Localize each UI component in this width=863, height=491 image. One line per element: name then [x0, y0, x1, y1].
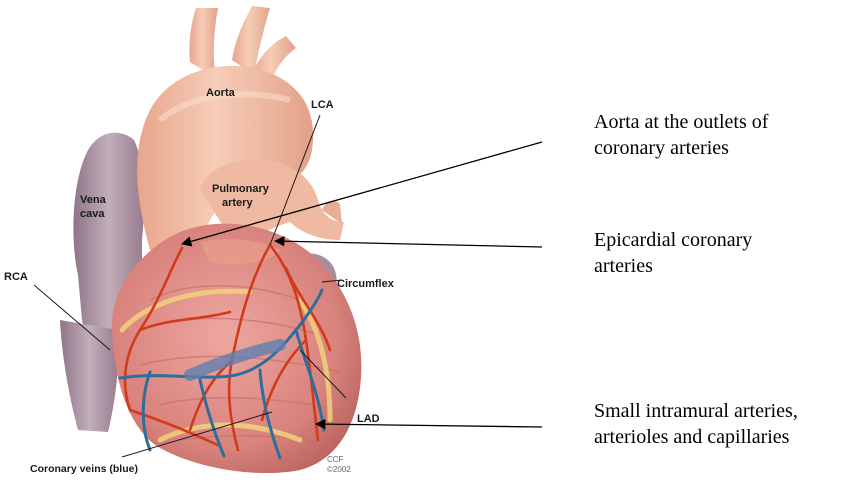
callout-3-line1: Small intramural arteries,	[594, 398, 798, 424]
callout-3-line2: arterioles and capillaries	[594, 424, 798, 450]
callout-2-line2: arteries	[594, 253, 752, 279]
circumflex-label: Circumflex	[337, 278, 395, 290]
callout-1-line1: Aorta at the outlets of	[594, 109, 768, 135]
arrow-epicardial-arteries	[275, 241, 542, 247]
lad-label: LAD	[357, 413, 380, 425]
callout-text-epicardial-arteries: Epicardial coronary arteries	[594, 227, 752, 279]
lca-label: LCA	[311, 99, 334, 111]
callout-text-intramural-arteries: Small intramural arteries, arterioles an…	[594, 398, 798, 450]
aorta-label: Aorta	[206, 87, 236, 99]
callout-text-aorta-outlets: Aorta at the outlets of coronary arterie…	[594, 109, 768, 161]
pulmonary-artery-label-line1: Pulmonary	[212, 183, 270, 195]
coronary-veins-label: Coronary veins (blue)	[30, 463, 138, 475]
rca-label: RCA	[4, 271, 28, 283]
copyright-line2: ©2002	[327, 465, 351, 474]
copyright-line1: CCF	[327, 455, 344, 464]
vena-cava-label-line2: cava	[80, 208, 105, 220]
callout-1-line2: coronary arteries	[594, 135, 768, 161]
callout-2-line1: Epicardial coronary	[594, 227, 752, 253]
pulmonary-artery-label-line2: artery	[222, 197, 253, 209]
vena-cava-label-line1: Vena	[80, 194, 107, 206]
